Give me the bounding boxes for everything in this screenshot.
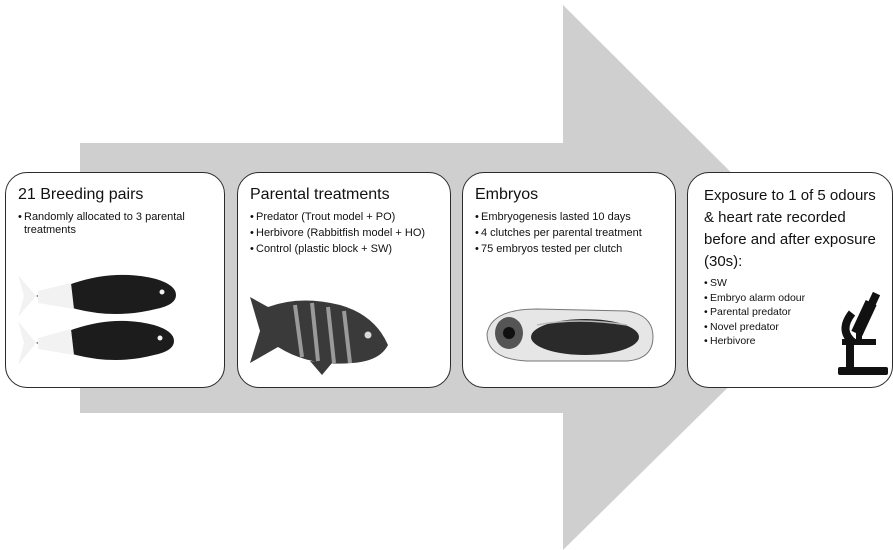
step-bullet: Herbivore (Rabbitfish model + HO) (250, 227, 438, 240)
step-bullet: Control (plastic block + SW) (250, 243, 438, 256)
step-breeding-pairs: 21 Breeding pairs Randomly allocated to … (5, 172, 225, 388)
step-bullet: Novel predator (704, 321, 880, 334)
step-bullet: Embryogenesis lasted 10 days (475, 211, 663, 224)
microscope-icon (838, 291, 888, 375)
step-embryos: Embryos Embryogenesis lasted 10 days 4 c… (462, 172, 676, 388)
step-bullet: Randomly allocated to 3 parental treatme… (18, 211, 212, 237)
step-title: Parental treatments (250, 186, 390, 203)
step-parental-treatments: Parental treatments Predator (Trout mode… (237, 172, 451, 388)
step-title: Exposure to 1 of 5 odours & heart rate r… (704, 187, 876, 270)
step-exposure: Exposure to 1 of 5 odours & heart rate r… (687, 172, 893, 388)
step-bullet: Embryo alarm odour (704, 292, 880, 305)
step-bullet: 75 embryos tested per clutch (475, 243, 663, 256)
step-bullet: 4 clutches per parental treatment (475, 227, 663, 240)
step-bullet: SW (704, 277, 880, 290)
fish-embryo-image (486, 308, 654, 362)
breeding-pair-fish-image (18, 274, 176, 365)
step-bullet: Predator (Trout model + PO) (250, 211, 438, 224)
step-title: Embryos (475, 186, 539, 203)
trout-fish-image (250, 297, 388, 375)
step-bullet: Herbivore (704, 335, 880, 348)
step-title: 21 Breeding pairs (18, 186, 144, 203)
step-bullet: Parental predator (704, 306, 880, 319)
